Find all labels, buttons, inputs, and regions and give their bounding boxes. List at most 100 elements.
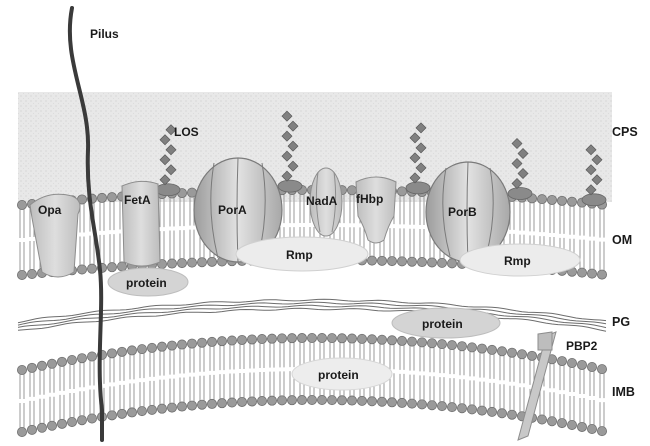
lipid-head: [197, 258, 206, 267]
los-label: LOS: [174, 125, 199, 139]
lipid-head: [307, 395, 316, 404]
lipid-head: [497, 347, 506, 356]
lipid-head: [217, 337, 226, 346]
lipid-head: [87, 414, 96, 423]
lipid-head: [427, 339, 436, 348]
lipid-head: [587, 269, 596, 278]
lipid-head: [317, 333, 326, 342]
lipid-head: [137, 407, 146, 416]
lipid-head: [227, 398, 236, 407]
lipid-head: [257, 396, 266, 405]
lipid-head: [437, 258, 446, 267]
lipid-head: [197, 338, 206, 347]
lipid-head: [447, 403, 456, 412]
lipid-head: [37, 423, 46, 432]
lipid-head: [67, 417, 76, 426]
lipid-head: [397, 336, 406, 345]
lipid-head: [507, 348, 516, 357]
lipid-head: [517, 350, 526, 359]
lipid-head: [487, 345, 496, 354]
lipid-head: [47, 359, 56, 368]
lipid-head: [417, 338, 426, 347]
pg-strand: [18, 308, 606, 331]
lipid-head: [407, 257, 416, 266]
lipid-head: [77, 416, 86, 425]
lipid-head: [207, 399, 216, 408]
lipid-head: [17, 365, 26, 374]
lipid-head: [17, 270, 26, 279]
lipid-head: [307, 333, 316, 342]
lipid-head: [187, 258, 196, 267]
lipid-head: [557, 196, 566, 205]
lipid-head: [337, 334, 346, 343]
lipid-head: [37, 361, 46, 370]
lipid-head: [77, 354, 86, 363]
lipid-head: [167, 259, 176, 268]
lipid-head: [587, 424, 596, 433]
los-base: [278, 180, 302, 192]
lipid-head: [427, 401, 436, 410]
lipid-head: [407, 337, 416, 346]
lipid-head: [367, 256, 376, 265]
lipid-head: [257, 334, 266, 343]
lipid-head: [467, 343, 476, 352]
pilus-label: Pilus: [90, 27, 119, 41]
lipid-head: [587, 362, 596, 371]
lipid-head: [537, 415, 546, 424]
lipid-head: [167, 341, 176, 350]
lipid-head: [377, 397, 386, 406]
imb-label: IMB: [612, 385, 635, 399]
lipid-head: [567, 197, 576, 206]
lipid-head: [497, 409, 506, 418]
lipid-head: [357, 334, 366, 343]
lipid-head: [117, 347, 126, 356]
lipid-head: [397, 257, 406, 266]
lipid-head: [177, 340, 186, 349]
lipid-head: [17, 427, 26, 436]
lipid-head: [597, 365, 606, 374]
lipid-head: [387, 256, 396, 265]
lipid-head: [127, 408, 136, 417]
lipid-head: [57, 419, 66, 428]
lipid-head: [277, 396, 286, 405]
los-base: [508, 187, 532, 199]
lipid-head: [157, 404, 166, 413]
lipid-head: [137, 345, 146, 354]
lipid-head: [387, 336, 396, 345]
lipid-head: [347, 334, 356, 343]
lipid-head: [287, 334, 296, 343]
lipid-head: [367, 397, 376, 406]
peptidoglycan-layer: [18, 299, 606, 331]
rmp-left-label: Rmp: [286, 248, 313, 262]
lipid-head: [457, 342, 466, 351]
rmp-right-label: Rmp: [504, 254, 531, 268]
porb-label: PorB: [448, 205, 477, 219]
lipid-head: [477, 344, 486, 353]
lipid-head: [207, 337, 216, 346]
lipid-head: [107, 263, 116, 272]
lipid-head: [557, 356, 566, 365]
lipid-head: [467, 405, 476, 414]
lipid-head: [107, 411, 116, 420]
lipid-head: [447, 341, 456, 350]
lipid-head: [267, 334, 276, 343]
lipid-head: [187, 339, 196, 348]
lipid-head: [177, 402, 186, 411]
lipid-head: [227, 336, 236, 345]
lipid-head: [157, 342, 166, 351]
lipid-head: [377, 256, 386, 265]
protein-pg-label: protein: [422, 317, 463, 331]
lipid-head: [527, 351, 536, 360]
los-base: [156, 184, 180, 196]
lipid-head: [317, 395, 326, 404]
lipid-head: [407, 399, 416, 408]
pora-label: PorA: [218, 203, 247, 217]
lipid-head: [147, 343, 156, 352]
lipid-head: [337, 396, 346, 405]
lipid-head: [507, 410, 516, 419]
lipid-head: [597, 270, 606, 279]
lipid-head: [247, 397, 256, 406]
lipid-head: [577, 268, 586, 277]
lipid-head: [287, 396, 296, 405]
